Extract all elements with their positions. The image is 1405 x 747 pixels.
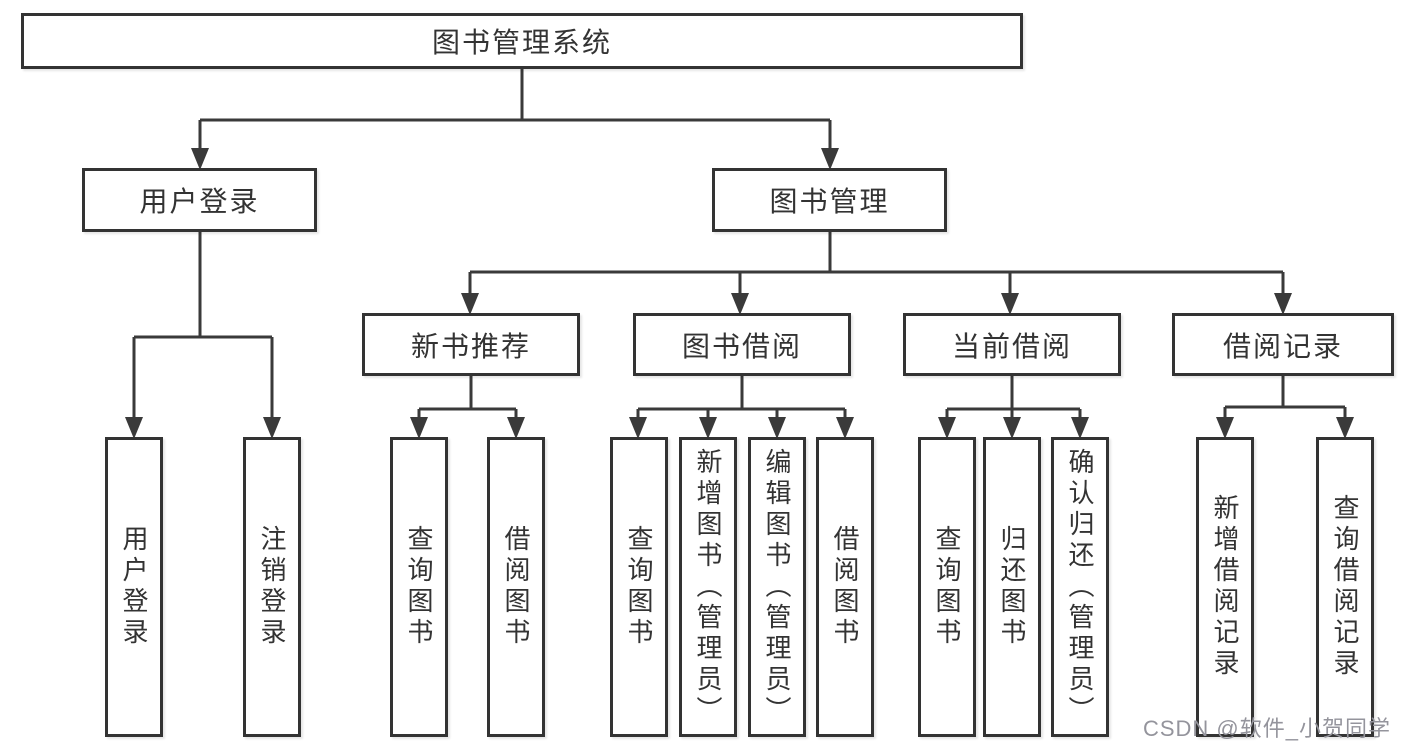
node-current-borrowing: 当前借阅: [903, 313, 1121, 376]
leaf-label: 查询图书: [404, 525, 434, 649]
node-system-root: 图书管理系统: [21, 13, 1023, 69]
leaf-label: 归还图书: [997, 525, 1027, 649]
node-label: 借阅记录: [1222, 330, 1343, 362]
leaf-label: 新增借阅记录: [1210, 494, 1240, 680]
leaf-confirm-return-admin: 确认归还（管理员）: [1051, 437, 1109, 737]
node-borrowing-records: 借阅记录: [1172, 313, 1394, 376]
leaf-label: 编辑图书（管理员）: [762, 447, 792, 727]
node-label: 当前借阅: [951, 330, 1072, 362]
leaf-return-books: 归还图书: [983, 437, 1041, 737]
node-label: 图书管理系统: [431, 27, 612, 58]
node-label: 图书借阅: [681, 330, 802, 362]
leaf-user-login: 用户登录: [105, 437, 163, 737]
leaf-add-books-admin: 新增图书（管理员）: [679, 437, 737, 737]
leaf-borrow-books-recommend: 借阅图书: [487, 437, 545, 737]
leaf-label: 新增图书（管理员）: [693, 447, 723, 727]
leaf-label: 查询借阅记录: [1330, 494, 1360, 680]
node-label: 用户登录: [139, 186, 260, 217]
leaf-label: 用户登录: [119, 525, 149, 649]
node-book-borrowing: 图书借阅: [633, 313, 851, 376]
leaf-label: 查询图书: [932, 525, 962, 649]
leaf-add-borrow-record: 新增借阅记录: [1196, 437, 1254, 737]
leaf-query-borrow-record: 查询借阅记录: [1316, 437, 1374, 737]
node-label: 图书管理: [769, 186, 890, 217]
leaf-logout: 注销登录: [243, 437, 301, 737]
leaf-borrow-books: 借阅图书: [816, 437, 874, 737]
leaf-label: 注销登录: [257, 525, 287, 649]
leaf-label: 借阅图书: [830, 525, 860, 649]
node-book-management-branch: 图书管理: [712, 168, 947, 232]
leaf-label: 借阅图书: [501, 525, 531, 649]
leaf-query-books-current: 查询图书: [918, 437, 976, 737]
node-label: 新书推荐: [410, 330, 531, 362]
leaf-query-books-borrowing: 查询图书: [610, 437, 668, 737]
leaf-edit-books-admin: 编辑图书（管理员）: [748, 437, 806, 737]
leaf-label: 查询图书: [624, 525, 654, 649]
leaf-query-books-recommend: 查询图书: [390, 437, 448, 737]
leaf-label: 确认归还（管理员）: [1065, 447, 1095, 727]
node-new-book-recommend: 新书推荐: [362, 313, 580, 376]
csdn-watermark: CSDN @软件_小贺同学: [1142, 716, 1391, 741]
node-user-login-branch: 用户登录: [82, 168, 317, 232]
